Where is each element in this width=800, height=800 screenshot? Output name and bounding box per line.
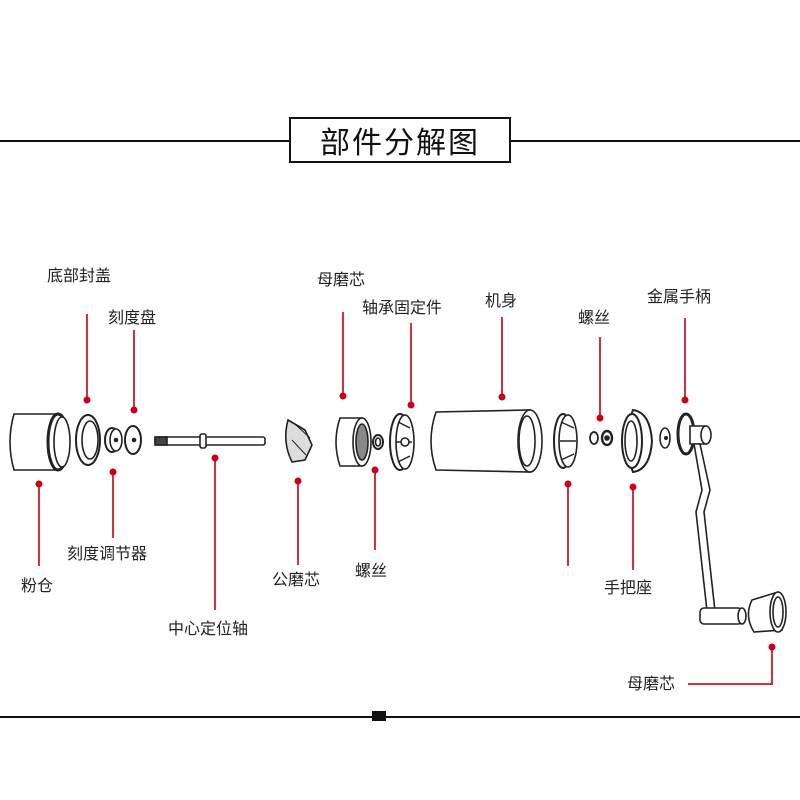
label-metal-handle: 金属手柄 <box>647 287 712 306</box>
dot-center-shaft <box>211 454 219 462</box>
small-screw-part <box>372 434 384 450</box>
label-center-shaft: 中心定位轴 <box>168 619 249 638</box>
bottom-cover-part <box>75 414 101 466</box>
footer-mark <box>372 711 386 721</box>
label-powder-bin: 粉仓 <box>21 576 54 595</box>
page-title: 部件分解图 <box>289 117 511 163</box>
label-handle-seat: 手把座 <box>604 578 653 597</box>
top-rule-left <box>0 140 290 142</box>
dot-body <box>498 393 506 401</box>
washer-part <box>659 427 671 449</box>
right-screw-part <box>589 429 614 447</box>
body-cylinder-part <box>430 409 543 473</box>
page-title-text: 部件分解图 <box>320 126 480 161</box>
dial-adjuster-part <box>104 427 123 453</box>
female-burr-part <box>335 417 372 467</box>
male-burr-part <box>284 418 313 463</box>
bearing-holder-part <box>389 413 415 471</box>
dot-metal-handle <box>681 396 689 404</box>
powder-bin-part <box>9 412 71 472</box>
dot-powder-bin <box>35 480 43 488</box>
dot-knob <box>768 643 776 651</box>
label-female-burr-knob: 母磨芯 <box>627 674 676 693</box>
label-dial-plate: 刻度盘 <box>108 308 157 327</box>
dot-right-bearing <box>564 480 572 488</box>
label-bottom-cover: 底部封盖 <box>47 266 112 285</box>
label-screw-bottom: 螺丝 <box>355 561 388 580</box>
leader-knob <box>688 647 773 685</box>
dot-screw-top <box>596 414 604 422</box>
center-shaft-part <box>154 433 266 449</box>
bottom-rule <box>0 716 800 718</box>
label-female-burr-top: 母磨芯 <box>317 270 366 289</box>
dot-bearing-holder <box>407 401 415 409</box>
dot-handle-seat <box>629 483 637 491</box>
dial-plate-part <box>124 425 142 455</box>
dot-female-burr <box>339 392 347 400</box>
top-rule-right <box>510 140 800 142</box>
label-screw-top: 螺丝 <box>578 308 611 327</box>
handle-seat-part <box>621 408 654 474</box>
dot-dial-adjuster <box>109 468 117 476</box>
dot-screw-bottom <box>371 466 379 474</box>
label-male-burr: 公磨芯 <box>272 570 321 589</box>
dot-dial-plate <box>130 406 138 414</box>
metal-handle-part <box>676 412 747 625</box>
label-body: 机身 <box>485 291 518 310</box>
label-bearing-holder: 轴承固定件 <box>362 298 443 317</box>
dot-male-burr <box>294 477 302 485</box>
label-dial-adjuster: 刻度调节器 <box>67 544 148 563</box>
right-bearing-part <box>553 413 578 469</box>
dot-bottom-cover <box>83 396 91 404</box>
knob-part <box>747 590 787 633</box>
